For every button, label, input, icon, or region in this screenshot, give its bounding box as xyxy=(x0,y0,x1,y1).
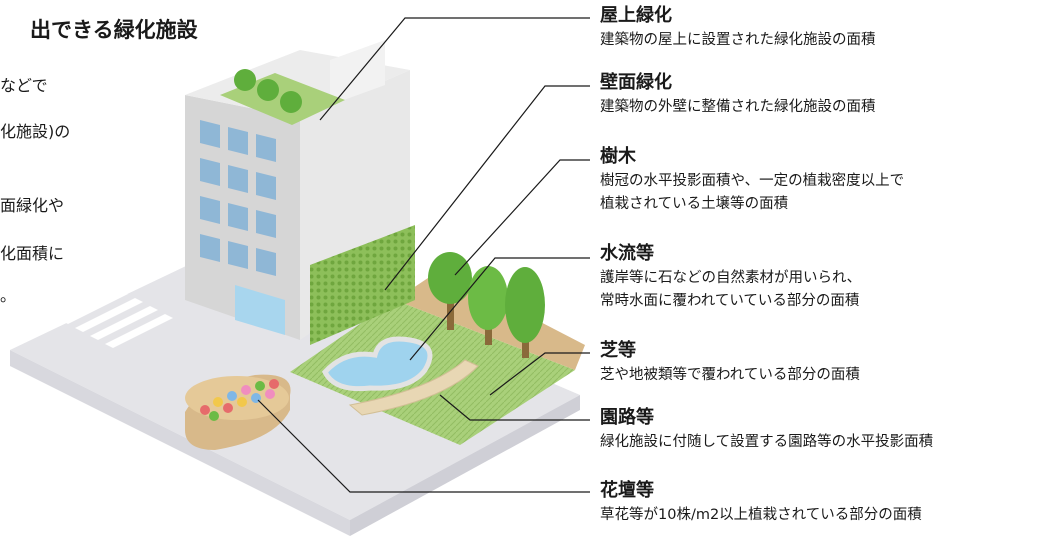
label-desc: 建築物の外壁に整備された緑化施設の面積 xyxy=(600,99,876,115)
label-desc: 樹冠の水平投影面積や、一定の植栽密度以上で xyxy=(600,173,905,189)
flower-bed xyxy=(185,374,291,450)
label-desc: 芝や地被類等で覆われている部分の面積 xyxy=(600,367,860,383)
intro-line: 化面積に xyxy=(0,244,65,263)
intro-line: 化施設)の xyxy=(0,122,71,141)
label-title: 樹木 xyxy=(600,146,636,167)
trees xyxy=(428,252,545,358)
leader-line-water xyxy=(409,257,590,361)
label-garden-path: 園路等 緑化施設に付随して設置する園路等の水平投影面積 xyxy=(600,407,933,454)
intro-line: などで xyxy=(0,76,48,95)
intro-line: 。 xyxy=(0,286,17,305)
label-title: 屋上緑化 xyxy=(600,5,672,26)
intro-line: 面緑化や xyxy=(0,196,65,215)
leader-line-path xyxy=(439,394,590,421)
label-desc: 植栽されている土壌等の面積 xyxy=(600,196,789,212)
label-rooftop-greening: 屋上緑化 建築物の屋上に設置された緑化施設の面積 xyxy=(600,5,876,52)
leader-line-tree xyxy=(454,159,590,276)
label-title: 壁面緑化 xyxy=(600,72,672,93)
leader-line-wall xyxy=(384,85,590,291)
label-wall-greening: 壁面緑化 建築物の外壁に整備された緑化施設の面積 xyxy=(600,72,876,119)
label-water: 水流等 護岸等に石などの自然素材が用いられ、 常時水面に覆われていている部分の面… xyxy=(600,243,861,313)
label-flower-bed: 花壇等 草花等が10株/m2以上植栽されている部分の面積 xyxy=(600,480,922,527)
leader-line-rooftop xyxy=(319,17,590,121)
label-title: 水流等 xyxy=(600,243,654,264)
label-desc: 常時水面に覆われていている部分の面積 xyxy=(600,293,860,309)
building xyxy=(185,40,415,345)
leader-line-flowerbed xyxy=(257,399,590,493)
label-trees: 樹木 樹冠の水平投影面積や、一定の植栽密度以上で 植栽されている土壌等の面積 xyxy=(600,146,904,216)
label-title: 芝等 xyxy=(600,340,636,361)
label-lawn: 芝等 芝や地被類等で覆われている部分の面積 xyxy=(600,340,860,387)
ground xyxy=(10,245,580,536)
label-title: 園路等 xyxy=(600,407,654,428)
label-desc: 護岸等に石などの自然素材が用いられ、 xyxy=(600,270,862,286)
label-title: 花壇等 xyxy=(600,480,654,501)
label-desc: 建築物の屋上に設置された緑化施設の面積 xyxy=(600,32,876,48)
leader-lines xyxy=(257,17,590,493)
label-desc: 草花等が10株/m2以上植栽されている部分の面積 xyxy=(600,507,922,523)
label-desc: 緑化施設に付随して設置する園路等の水平投影面積 xyxy=(600,434,934,450)
leader-line-lawn xyxy=(489,352,590,396)
intro-title: 出できる緑化施設 xyxy=(30,18,198,42)
